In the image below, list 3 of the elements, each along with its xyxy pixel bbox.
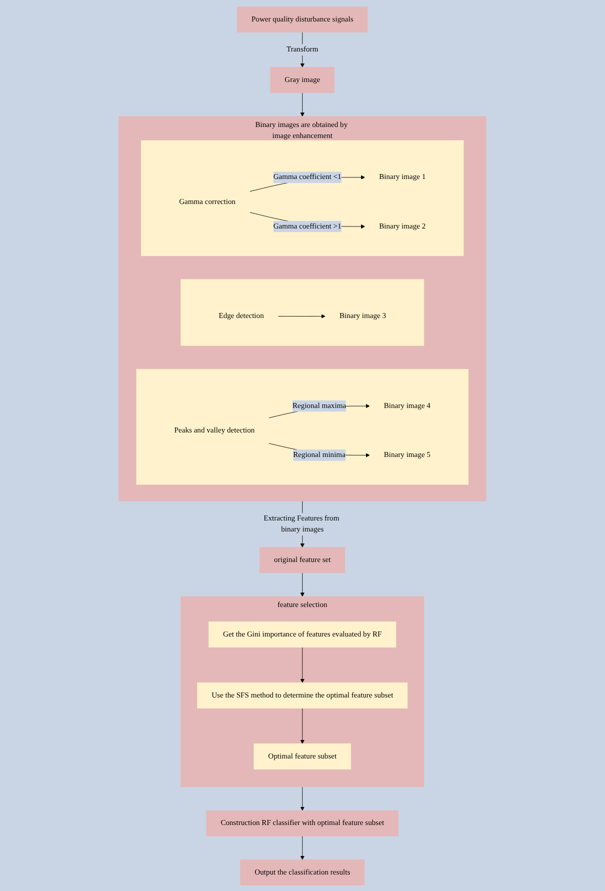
cluster [136, 368, 469, 484]
cluster [141, 140, 464, 256]
cluster [180, 278, 424, 346]
